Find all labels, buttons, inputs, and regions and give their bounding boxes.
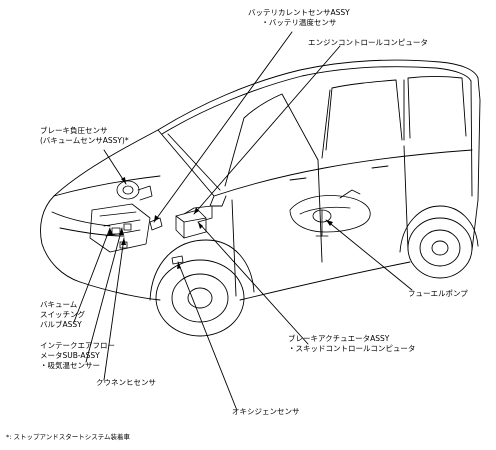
crank-sensor-label: クウネンヒセンサ bbox=[96, 378, 156, 388]
label-line: オキシジェンセンサ bbox=[232, 407, 300, 416]
label-line: ブレーキアクチュエータASSY bbox=[288, 334, 390, 343]
label-line: インテークエアフロー bbox=[40, 341, 115, 350]
brake-booster-sensor-label: ブレーキ負圧センサ (バキュームセンサASSY)* bbox=[40, 126, 129, 146]
brake-actuator-label: ブレーキアクチュエータASSY ・スキッドコントロールコンピュータ bbox=[288, 334, 415, 354]
label-line: ・スキッドコントロールコンピュータ bbox=[288, 344, 416, 353]
fuel-pump-label: フューエルポンプ bbox=[408, 289, 468, 299]
vacuum-switching-valve-label: バキューム スイッチング バルブASSY bbox=[40, 300, 85, 330]
label-line: (バキュームセンサASSY)* bbox=[40, 136, 129, 145]
oxygen-sensor-label: オキシジェンセンサ bbox=[232, 407, 300, 417]
footnote: *: ストップアンドスタートシステム装着車 bbox=[6, 433, 131, 441]
leader-lines bbox=[73, 31, 413, 409]
label-line: バキューム bbox=[40, 300, 78, 309]
label-line: ブレーキ負圧センサ bbox=[40, 126, 108, 135]
label-line: バッテリカレントセンサASSY bbox=[248, 8, 350, 17]
label-line: メータSUB-ASSY bbox=[40, 351, 100, 360]
label-line: クウネンヒセンサ bbox=[96, 378, 156, 387]
label-line: フューエルポンプ bbox=[408, 289, 468, 298]
engine-ecu-label: エンジンコントロールコンピュータ bbox=[308, 38, 428, 48]
label-line: スイッチング bbox=[40, 310, 85, 319]
intake-air-flow-meter-label: インテークエアフロー メータSUB-ASSY ・吸気温センサー bbox=[40, 341, 115, 371]
car-outline bbox=[40, 59, 481, 337]
label-line: ・吸気温センサー bbox=[40, 361, 100, 370]
leader-arrowheads bbox=[108, 177, 333, 269]
label-line: エンジンコントロールコンピュータ bbox=[308, 38, 428, 47]
battery-current-sensor-label: バッテリカレントセンサASSY ・バッテリ温度センサ bbox=[248, 8, 350, 28]
label-line: ・バッテリ温度センサ bbox=[261, 18, 337, 27]
label-line: バルブASSY bbox=[40, 320, 82, 329]
